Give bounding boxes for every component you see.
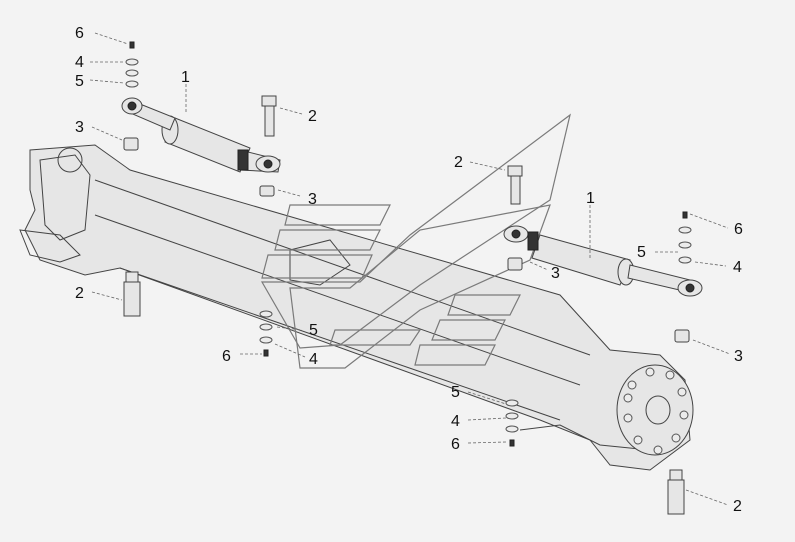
leader-lines [89, 32, 731, 506]
callout-4-right: 4 [733, 259, 742, 276]
callout-2-center-pin: 2 [454, 154, 463, 171]
hydraulic-cylinder-right [503, 225, 703, 297]
callout-3-right-bushing: 3 [734, 348, 743, 365]
king-pin-lower-left [123, 271, 141, 317]
callout-6-right: 6 [734, 221, 743, 238]
callout-1-left-cylinder: 1 [181, 69, 190, 86]
callout-2-lower-left-pin: 2 [75, 285, 84, 302]
king-pin-upper-left [261, 95, 277, 137]
callout-2-lower-right-pin: 2 [733, 498, 742, 515]
callout-6-top-left: 6 [75, 25, 84, 42]
callout-6-center: 6 [222, 348, 231, 365]
callout-5-center: 5 [309, 322, 318, 339]
callout-4-lower: 4 [451, 413, 460, 430]
washers-nuts-fittings [125, 41, 692, 447]
hydraulic-cylinder-left [121, 97, 281, 173]
callout-5-right: 5 [637, 244, 646, 261]
callout-6-lower: 6 [451, 436, 460, 453]
bushings [123, 137, 690, 343]
callout-3-center-bushing: 3 [551, 265, 560, 282]
king-pin-center [507, 165, 523, 205]
callout-5-lower: 5 [451, 384, 460, 401]
king-pin-lower-right [667, 469, 685, 515]
callout-4-top-left: 4 [75, 54, 84, 71]
manufacturer-logo-watermark [260, 113, 571, 369]
callout-2-upper-pin: 2 [308, 108, 317, 125]
wheel-hub-right [616, 364, 694, 456]
callout-3-left-bushing: 3 [75, 119, 84, 136]
callout-5-top-left: 5 [75, 73, 84, 90]
callout-1-right-cylinder: 1 [586, 190, 595, 207]
callout-3-upper-bushing: 3 [308, 191, 317, 208]
callout-labels: 6 4 5 3 1 2 3 2 1 6 5 4 3 2 3 5 6 4 5 4 … [75, 25, 743, 515]
callout-4-center: 4 [309, 351, 318, 368]
axle-beam [19, 144, 691, 471]
